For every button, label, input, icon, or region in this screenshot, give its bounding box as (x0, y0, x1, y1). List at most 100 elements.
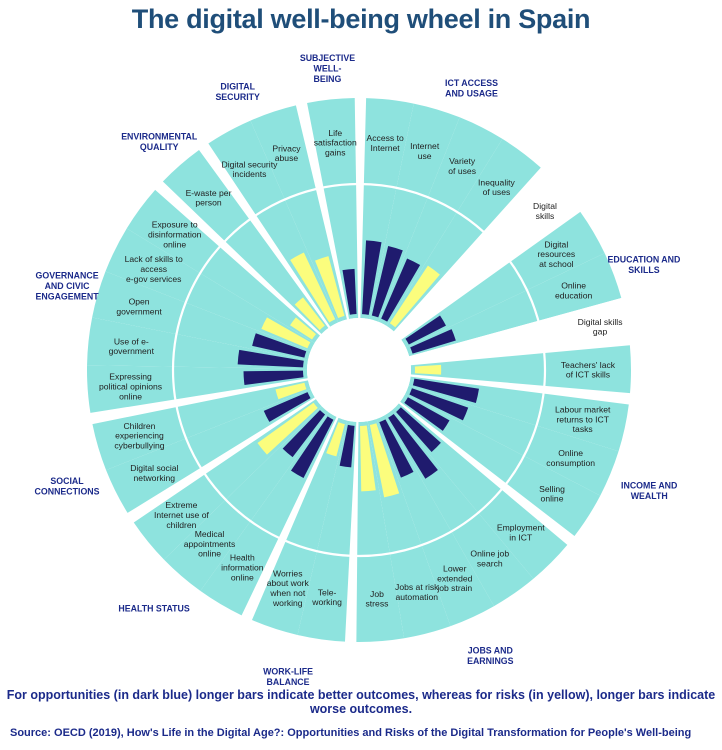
category-label: HEALTH STATUS (118, 604, 189, 614)
category-group (251, 417, 357, 642)
bar-risk (261, 317, 311, 349)
category-group (307, 98, 359, 319)
center-hole (307, 318, 411, 422)
bar-opportunity (396, 407, 441, 453)
indicator-panel (409, 298, 630, 366)
bar-risk (275, 382, 307, 400)
bar-risk (360, 425, 376, 492)
bar-opportunity (412, 378, 479, 404)
bar-opportunity (379, 419, 414, 478)
bar-risk (290, 252, 336, 323)
indicator-panel (162, 150, 329, 334)
category-group (162, 150, 329, 334)
indicator-label: Tele-working (311, 587, 342, 607)
indicator-panel (92, 380, 311, 471)
indicator-panel (307, 98, 359, 319)
bar-opportunity (290, 416, 334, 479)
bar-risk (369, 423, 400, 498)
indicator-panel (251, 417, 348, 635)
bar-opportunity (237, 349, 304, 368)
bar-opportunity (339, 424, 355, 468)
bar-opportunity (243, 370, 304, 386)
separator-ring (171, 182, 547, 558)
bar-opportunity (405, 315, 446, 345)
indicator-panel (126, 189, 321, 343)
indicator-panel (410, 345, 632, 394)
bar-opportunity (252, 333, 307, 358)
bar-opportunity (409, 388, 469, 421)
bar-opportunity (342, 268, 357, 315)
category-group (86, 189, 321, 413)
reading-note: For opportunities (in dark blue) longer … (6, 688, 716, 716)
indicator-panel (401, 211, 605, 348)
bar-risk (294, 297, 325, 331)
bar-opportunity (362, 240, 382, 315)
bar-risk (414, 364, 442, 375)
indicator-panel (395, 175, 581, 340)
bar-opportunity (410, 329, 456, 354)
bar-opportunity (388, 413, 438, 479)
bar-opportunity (282, 410, 326, 458)
bar-risk (257, 402, 318, 455)
category-group (92, 380, 315, 513)
indicator-panel (405, 253, 622, 357)
bar-risk (326, 422, 345, 457)
bar-risk (315, 256, 345, 319)
bar-opportunity (371, 245, 403, 318)
bar-opportunity (404, 397, 450, 431)
category-group (395, 175, 632, 394)
indicator-panel (106, 389, 315, 513)
chart-title: The digital well-being wheel in Spain (131, 4, 591, 34)
bar-opportunity (263, 392, 311, 422)
indicator-panel (297, 420, 357, 642)
bar-risk (389, 265, 440, 328)
bar-opportunity (381, 258, 421, 322)
indicator-panel (105, 228, 315, 352)
indicator-panel (400, 394, 601, 536)
indicator-label: Use of e-government (109, 336, 155, 356)
bar-risk (290, 317, 317, 340)
